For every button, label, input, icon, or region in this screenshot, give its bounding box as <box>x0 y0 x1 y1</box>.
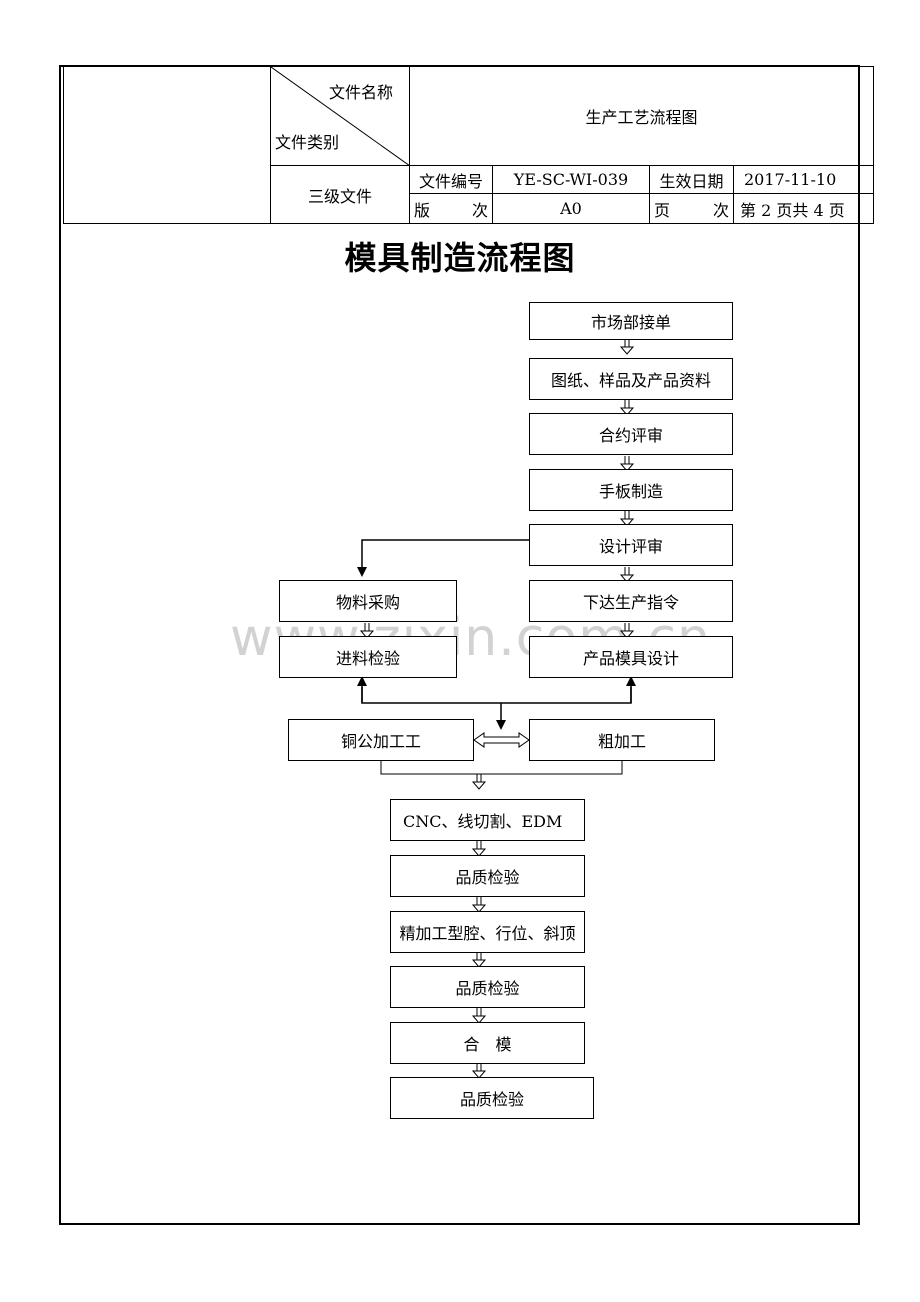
version-value: A0 <box>492 193 650 224</box>
step-material-purchase: 物料采购 <box>279 580 457 622</box>
doc-no-value: YE-SC-WI-039 <box>492 165 650 194</box>
step-incoming-inspection: 进料检验 <box>279 636 457 678</box>
step-production-order: 下达生产指令 <box>529 580 733 622</box>
step-rough-machining: 粗加工 <box>529 719 715 761</box>
step-order-receive: 市场部接单 <box>529 302 733 340</box>
step-prototype: 手板制造 <box>529 469 733 511</box>
step-design-review: 设计评审 <box>529 524 733 566</box>
diagonal-header-cell: 文件名称 文件类别 <box>270 66 410 166</box>
step-cnc-edm: CNC、线切割、EDM <box>390 799 585 841</box>
page-label: 页次 <box>649 193 734 224</box>
step-mold-design: 产品模具设计 <box>529 636 733 678</box>
type-label: 文件类别 <box>275 133 340 152</box>
header-table: 文件名称 文件类别 生产工艺流程图 三级文件 文件编号 YE-SC-WI-039… <box>63 66 874 224</box>
step-drawings-samples: 图纸、样品及产品资料 <box>529 358 733 400</box>
step-quality-check-2: 品质检验 <box>390 966 585 1008</box>
step-copper-machining: 铜公加工工 <box>288 719 474 761</box>
header-title: 生产工艺流程图 <box>409 66 874 166</box>
diagonal-line <box>271 67 410 166</box>
step-finish-machining: 精加工型腔、行位、斜顶 <box>390 911 585 953</box>
page-value: 第 2 页共 4 页 <box>733 193 874 224</box>
step-quality-check-3: 品质检验 <box>390 1077 594 1119</box>
step-contract-review: 合约评审 <box>529 413 733 455</box>
step-mold-assembly: 合 模 <box>390 1022 585 1064</box>
name-label: 文件名称 <box>328 83 393 102</box>
logo-cell <box>63 66 271 224</box>
doc-no-label: 文件编号 <box>409 165 493 194</box>
version-label: 版次 <box>409 193 493 224</box>
step-quality-check-1: 品质检验 <box>390 855 585 897</box>
doc-type: 三级文件 <box>270 165 410 224</box>
date-value: 2017-11-10 <box>733 165 874 194</box>
doc-title: 模具制造流程图 <box>344 239 576 277</box>
